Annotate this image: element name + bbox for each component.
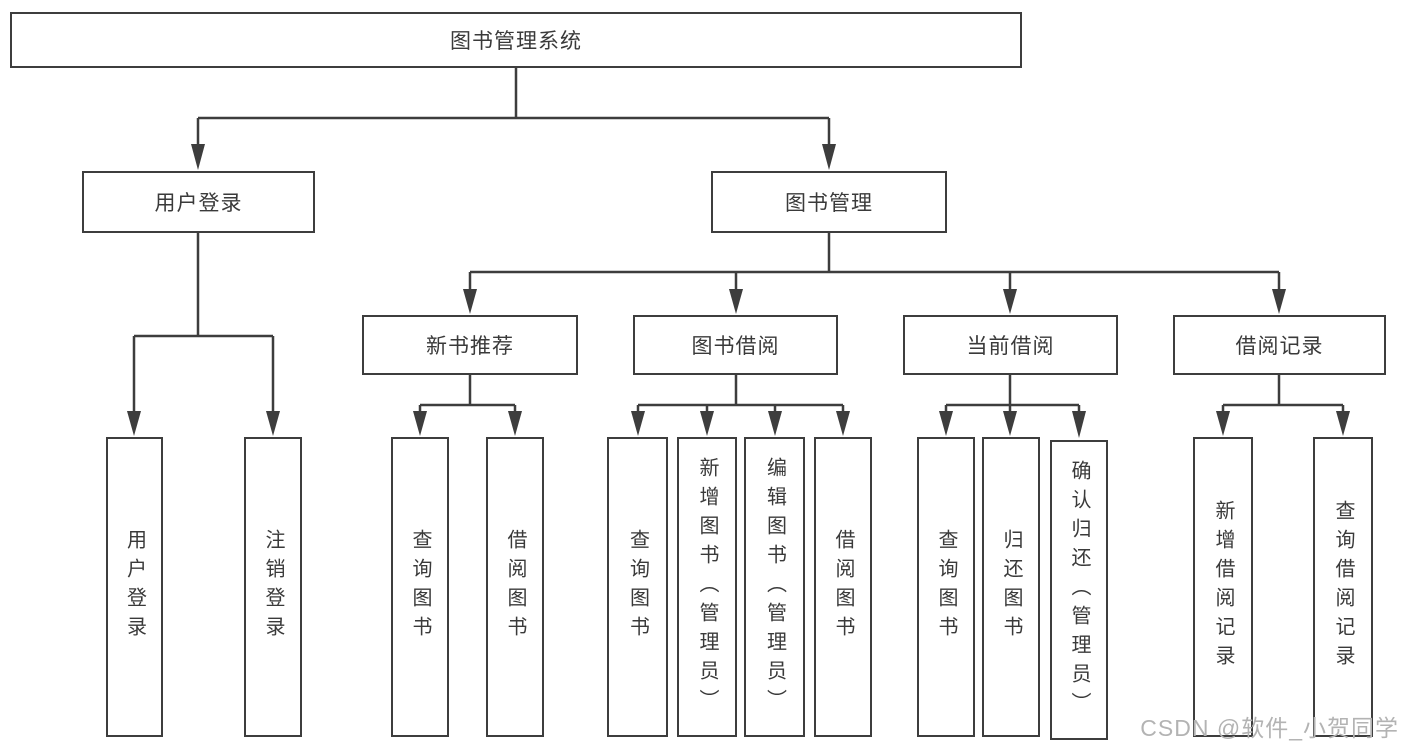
csdn-watermark: CSDN @软件_小贺同学 bbox=[1140, 715, 1399, 741]
leaf-logout: 注销登录 bbox=[244, 437, 302, 737]
arrowhead-cb-return bbox=[1003, 411, 1017, 436]
arrowhead-book-management bbox=[822, 144, 836, 170]
arrowhead-new-book-recommendation bbox=[463, 289, 477, 314]
connector-nbr-branch bbox=[418, 375, 517, 414]
leaf-cb-confirm-return-admin: 确认归还（管理员） bbox=[1050, 440, 1108, 740]
leaf-bb-edit-books-admin: 编辑图书（管理员） bbox=[744, 437, 805, 737]
arrowhead-bb-borrow bbox=[836, 411, 850, 436]
arrowhead-logout-leaf bbox=[266, 411, 280, 436]
connector-user-login-branch bbox=[132, 233, 275, 414]
node-book-borrowing: 图书借阅 bbox=[633, 315, 838, 375]
arrowhead-br-query bbox=[1336, 411, 1350, 436]
leaf-cb-query-books: 查询图书 bbox=[917, 437, 975, 737]
leaf-nbr-borrow-books: 借阅图书 bbox=[486, 437, 544, 737]
leaf-br-add-record: 新增借阅记录 bbox=[1193, 437, 1253, 737]
leaf-user-login-label: 用户登录 bbox=[123, 529, 146, 645]
node-new-book-recommendation: 新书推荐 bbox=[362, 315, 578, 375]
arrowhead-user-login bbox=[191, 144, 205, 170]
arrowhead-book-borrowing bbox=[729, 289, 743, 314]
arrowhead-cb-query bbox=[939, 411, 953, 436]
arrowhead-nbr-query bbox=[413, 411, 427, 436]
leaf-bb-add-books-admin-label: 新增图书（管理员） bbox=[696, 456, 718, 718]
arrowhead-bb-add bbox=[700, 411, 714, 436]
leaf-bb-borrow-books: 借阅图书 bbox=[814, 437, 872, 737]
leaf-bb-borrow-books-label: 借阅图书 bbox=[832, 529, 854, 645]
leaf-cb-return-books: 归还图书 bbox=[982, 437, 1040, 737]
node-current-borrowing: 当前借阅 bbox=[903, 315, 1118, 375]
leaf-bb-edit-books-admin-label: 编辑图书（管理员） bbox=[763, 456, 786, 718]
node-borrowing-records: 借阅记录 bbox=[1173, 315, 1386, 375]
leaf-nbr-query-books: 查询图书 bbox=[391, 437, 449, 737]
connector-cb-branch bbox=[944, 375, 1081, 414]
node-root-library-management-system: 图书管理系统 bbox=[10, 12, 1022, 68]
node-user-login: 用户登录 bbox=[82, 171, 315, 233]
connector-bb-branch bbox=[636, 375, 845, 414]
arrowhead-br-add bbox=[1216, 411, 1230, 436]
leaf-br-query-record-label: 查询借阅记录 bbox=[1332, 500, 1354, 674]
leaf-logout-label: 注销登录 bbox=[262, 529, 284, 645]
arrowhead-user-login-leaf bbox=[127, 411, 141, 436]
arrowhead-current-borrowing bbox=[1003, 289, 1017, 314]
leaf-user-login: 用户登录 bbox=[106, 437, 163, 737]
leaf-nbr-query-books-label: 查询图书 bbox=[409, 529, 431, 645]
node-book-management: 图书管理 bbox=[711, 171, 947, 233]
leaf-br-query-record: 查询借阅记录 bbox=[1313, 437, 1373, 737]
leaf-cb-return-books-label: 归还图书 bbox=[1000, 529, 1022, 645]
leaf-cb-confirm-return-admin-label: 确认归还（管理员） bbox=[1068, 459, 1090, 721]
connector-root-branch bbox=[196, 68, 831, 147]
connector-book-management-branch bbox=[468, 233, 1281, 292]
connector-br-branch bbox=[1221, 375, 1345, 414]
leaf-nbr-borrow-books-label: 借阅图书 bbox=[504, 529, 526, 645]
leaf-bb-query-books: 查询图书 bbox=[607, 437, 668, 737]
leaf-bb-add-books-admin: 新增图书（管理员） bbox=[677, 437, 737, 737]
arrowhead-borrowing-records bbox=[1272, 289, 1286, 314]
arrowhead-cb-confirm bbox=[1072, 411, 1086, 438]
leaf-cb-query-books-label: 查询图书 bbox=[935, 529, 957, 645]
leaf-bb-query-books-label: 查询图书 bbox=[626, 529, 649, 645]
leaf-br-add-record-label: 新增借阅记录 bbox=[1212, 500, 1234, 674]
arrowhead-bb-query bbox=[631, 411, 645, 436]
arrowhead-nbr-borrow bbox=[508, 411, 522, 436]
arrowhead-bb-edit bbox=[768, 411, 782, 436]
